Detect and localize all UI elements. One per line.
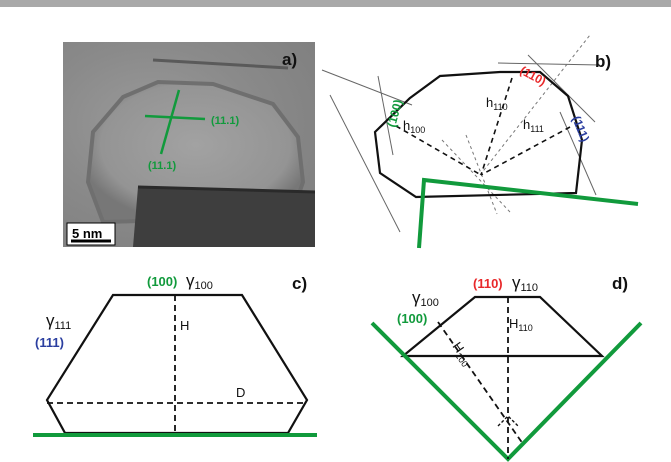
tem-image-drawing: (11.1) (11.1) 5 nm <box>66 58 315 247</box>
plane-110-label: (110) <box>518 63 549 88</box>
plane-100-label-d: (100) <box>397 311 427 326</box>
panel-label-b: b) <box>595 52 611 71</box>
plane-100-label-c: (100) <box>147 274 177 289</box>
normal-lines <box>441 34 591 215</box>
plane-label-1: (11.1) <box>211 115 239 127</box>
top-rule <box>0 0 671 7</box>
particle-outline-b <box>373 70 584 199</box>
plane-line-diagonal <box>159 89 181 155</box>
H100-line <box>437 321 524 445</box>
tangent-lines <box>321 54 601 233</box>
H110-label: H110 <box>509 316 533 333</box>
panel-label-c: c) <box>292 274 307 293</box>
panel-b: (100) (110) (111) h100 h110 h111 b) <box>321 34 639 249</box>
scale-bar-label: 5 nm <box>72 226 102 241</box>
panel-c: (100) γ100 γ111 (111) H D c) <box>33 271 317 437</box>
panel-label-a: a) <box>282 50 298 69</box>
panel-d: (110) γ110 γ100 (100) H110 H100 d) <box>370 273 643 462</box>
gamma111-label-c: γ111 <box>46 311 71 332</box>
h110-label: h110 <box>486 95 508 112</box>
gamma100-label-c: γ100 <box>186 271 213 292</box>
substrate-edge <box>137 185 315 194</box>
tem-micrograph: (11.1) (11.1) 5 nm <box>63 42 315 247</box>
particle-outline-d <box>399 295 605 358</box>
particle-outline-c <box>45 293 309 435</box>
height-lines <box>395 77 571 176</box>
plane-111-label-c: (111) <box>35 335 64 350</box>
gamma110-label-d: γ110 <box>512 273 538 294</box>
plane-111-label: (111) <box>569 114 592 144</box>
plane-110-label-d: (110) <box>473 276 503 291</box>
plane-label-2: (11.1) <box>148 160 176 172</box>
H-label: H <box>180 318 189 333</box>
D-label: D <box>236 385 245 400</box>
h111-label: h111 <box>523 117 544 134</box>
h100-label: h100 <box>403 118 425 135</box>
panel-label-d: d) <box>612 274 628 293</box>
rod <box>152 58 289 70</box>
substrate-b <box>417 177 639 249</box>
gamma100-label-d: γ100 <box>412 288 439 309</box>
plane-line-horizontal <box>144 114 206 121</box>
substrate-block <box>133 187 315 247</box>
substrate-d <box>370 321 643 462</box>
